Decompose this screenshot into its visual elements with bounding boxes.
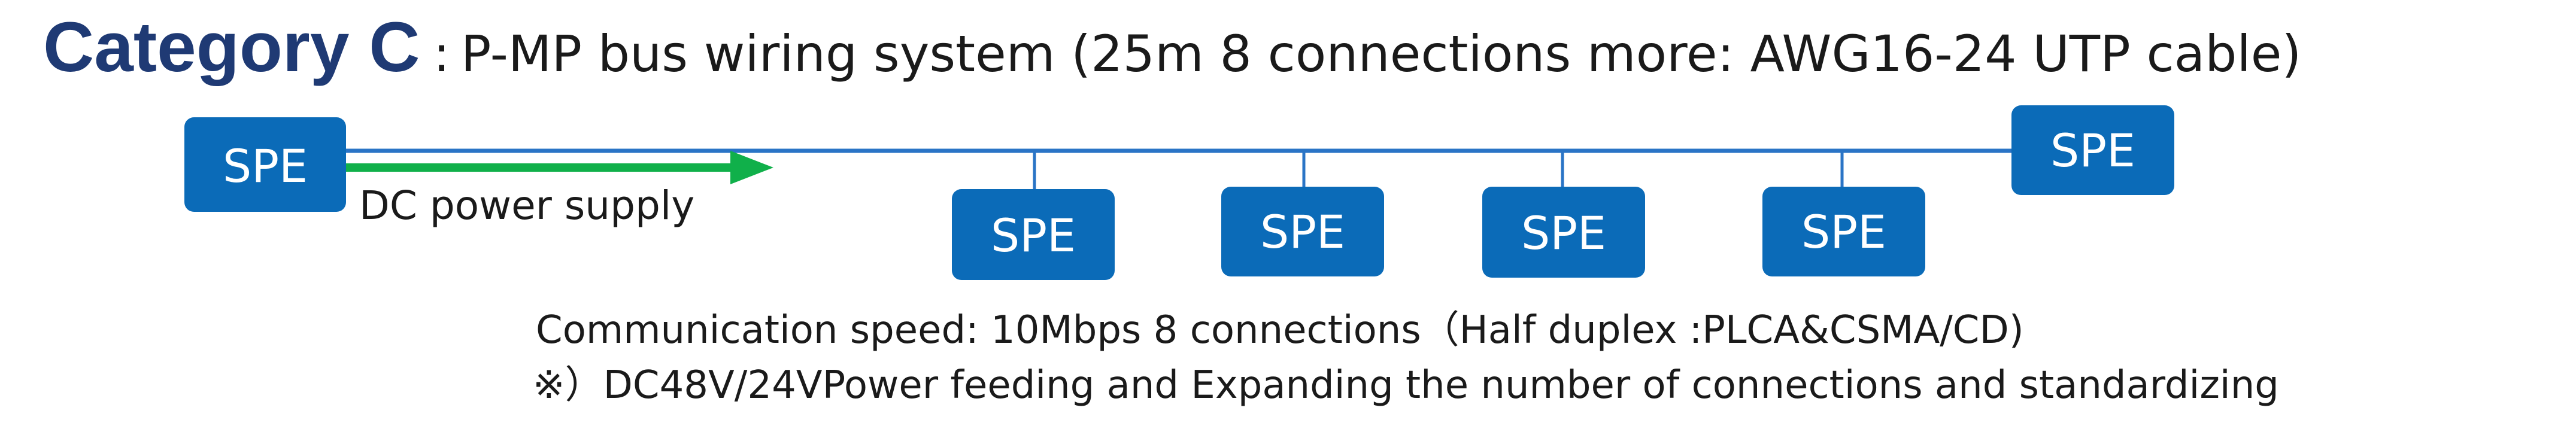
spe-node: SPE — [1221, 187, 1384, 276]
svg-text:SPE: SPE — [1801, 205, 1886, 258]
title-row: Category C:P-MP bus wiring system (25m 8… — [43, 12, 2301, 83]
spe-node: SPE — [952, 189, 1115, 280]
spe-node-source: SPE — [184, 117, 346, 212]
category-title: Category C — [43, 8, 420, 87]
spe-node-end: SPE — [2011, 105, 2174, 195]
spe-node: SPE — [1762, 187, 1925, 276]
power-feeding-note: ※）DC48V/24VPower feeding and Expanding t… — [533, 363, 2279, 407]
title-description: P-MP bus wiring system (25m 8 connection… — [460, 25, 2302, 83]
power-supply-label: DC power supply — [359, 183, 694, 229]
svg-text:SPE: SPE — [1521, 206, 1606, 260]
power-arrow — [346, 151, 773, 184]
svg-text:SPE: SPE — [223, 139, 308, 193]
svg-text:SPE: SPE — [2050, 124, 2135, 177]
svg-text:SPE: SPE — [991, 209, 1076, 262]
communication-speed-note: Communication speed: 10Mbps 8 connection… — [536, 308, 2024, 352]
svg-text:SPE: SPE — [1260, 205, 1345, 258]
spe-node: SPE — [1482, 187, 1645, 278]
title-separator: : — [433, 25, 450, 83]
